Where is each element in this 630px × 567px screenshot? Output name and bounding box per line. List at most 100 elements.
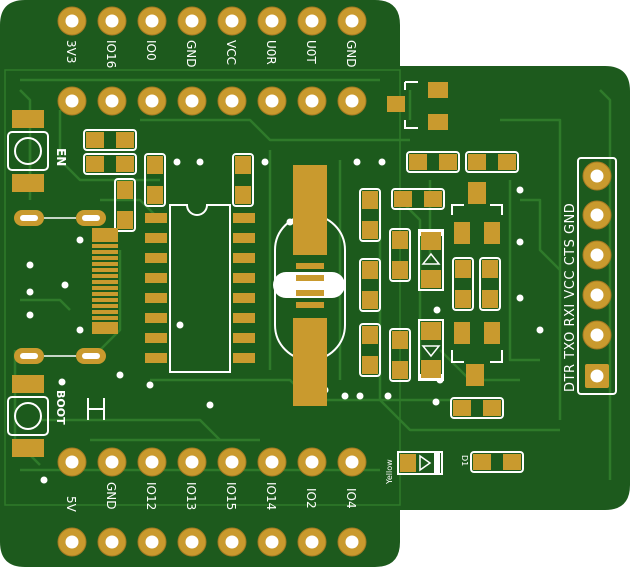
r-en-2-pad-b: [116, 156, 134, 172]
c-left-pad-a: [117, 181, 133, 199]
bottom-inner-pin-3-hole: [145, 455, 159, 469]
r-top-1-pad-b: [439, 154, 457, 170]
via-1: [173, 158, 181, 166]
r-mid-5-pad-a: [392, 331, 408, 349]
right-header-label: DTR TXO RXI VCC CTS GND: [563, 203, 578, 392]
bottom-label-6: IO14: [264, 482, 278, 510]
bottom-edge-pin-6-hole: [265, 535, 279, 549]
top-label-1: 3V3: [64, 40, 78, 63]
crystal-finger-2: [296, 275, 324, 281]
ic-pin-right-6: [233, 313, 255, 323]
top-inner-pin-2-hole: [105, 94, 119, 108]
r-ic-right-pad-b: [235, 186, 251, 204]
crystal-pad-bottom: [293, 318, 327, 406]
via-10: [436, 376, 444, 384]
en-button-outline: [7, 131, 49, 171]
reg-pad-2: [428, 82, 448, 98]
bottom-inner-pin-1-hole: [65, 455, 79, 469]
top-label-6: U0R: [264, 40, 278, 65]
r-top-3-outline: [391, 188, 445, 210]
c-left-pad-b: [117, 211, 133, 229]
r-right-2-pad-a: [482, 260, 498, 278]
usb-pad-bottom: [92, 324, 118, 334]
bottom-inner-pin-8-hole: [345, 455, 359, 469]
via-27: [433, 306, 441, 314]
via-14: [176, 321, 184, 329]
via-8: [516, 294, 524, 302]
led-color-label: Yellow: [385, 459, 394, 485]
diode-1-pad-a: [421, 232, 441, 250]
via-7: [516, 238, 524, 246]
usb-pad-3: [92, 244, 118, 248]
bottom-header-labels: 5V GND IO12 IO13 IO15 IO14 IO2 IO4: [64, 482, 358, 513]
r-top-1-outline: [406, 151, 460, 173]
via-26: [341, 392, 349, 400]
usb-pad-2: [92, 238, 118, 242]
trace-19: [20, 298, 71, 311]
r-bottom-pad-a: [453, 400, 471, 416]
r-mid-2-pad-a: [362, 261, 378, 279]
crystal-finger-3: [296, 290, 324, 296]
bottom-label-3: IO12: [144, 482, 158, 510]
r-en-2-pad-a: [86, 156, 104, 172]
q-pad-3: [454, 322, 470, 344]
silkscreen-outlines: [7, 81, 524, 475]
bottom-edge-pin-1-hole: [65, 535, 79, 549]
top-header-inner-pins: [57, 86, 367, 116]
q-pad-1: [454, 222, 470, 244]
top-label-3: IO0: [144, 40, 158, 61]
bottom-edge-pin-7-hole: [305, 535, 319, 549]
top-inner-pin-8-hole: [345, 94, 359, 108]
r-mid-1-pad-a: [362, 191, 378, 209]
usb-slot-hole-3: [20, 353, 38, 359]
ic-pin-right-5: [233, 293, 255, 303]
top-label-7: U0T: [304, 40, 318, 64]
usb-slot-hole-4: [82, 353, 100, 359]
r-top-1-pad-a: [409, 154, 427, 170]
top-header-pins: [57, 6, 367, 36]
right-header-outline: [577, 157, 617, 395]
reg-outline-1: [404, 81, 418, 129]
r-ic-right-outline: [232, 153, 254, 207]
q-outline-bottom: [451, 350, 503, 363]
r-bottom-pad-b: [483, 400, 501, 416]
r-mid-4-pad-a: [392, 231, 408, 249]
bottom-label-1: 5V: [64, 496, 78, 513]
r-right-1-outline: [452, 257, 474, 311]
q-pad-2: [484, 222, 500, 244]
top-label-8: GND: [344, 40, 358, 68]
trace-4: [140, 118, 410, 142]
reg-pad-1: [387, 96, 405, 112]
top-edge-pin-8-hole: [345, 14, 359, 28]
top-edge-pin-1-hole: [65, 14, 79, 28]
r-led-pad-a: [473, 454, 491, 470]
usb-slot-hole-2: [82, 215, 100, 221]
via-13: [432, 398, 440, 406]
via-21: [58, 378, 66, 386]
usb-pad-15: [92, 316, 118, 320]
bottom-label-4: IO13: [184, 482, 198, 510]
r-top-3-pad-a: [394, 191, 412, 207]
usb-pad-5: [92, 256, 118, 260]
diode-2-pad-a: [421, 322, 441, 340]
via-15: [76, 236, 84, 244]
top-inner-pin-4-hole: [185, 94, 199, 108]
top-inner-pin-7-hole: [305, 94, 319, 108]
usb-pad-10: [92, 286, 118, 290]
ic-pin-right-1: [233, 213, 255, 223]
top-inner-pin-3-hole: [145, 94, 159, 108]
top-edge-pin-6-hole: [265, 14, 279, 28]
r-mid-5-outline: [389, 328, 411, 382]
top-edge-pin-3-hole: [145, 14, 159, 28]
q-pad-bottom: [466, 364, 484, 386]
usb-pad-14: [92, 310, 118, 314]
en-button-actuator: [14, 137, 42, 165]
top-edge-pin-7-hole: [305, 14, 319, 28]
via-3: [261, 158, 269, 166]
ic-pin-left-7: [145, 333, 167, 343]
right-pin-3-hole: [590, 248, 604, 262]
r-right-2-outline: [479, 257, 501, 311]
trace-10: [500, 118, 562, 420]
r-led-pad-b: [503, 454, 521, 470]
